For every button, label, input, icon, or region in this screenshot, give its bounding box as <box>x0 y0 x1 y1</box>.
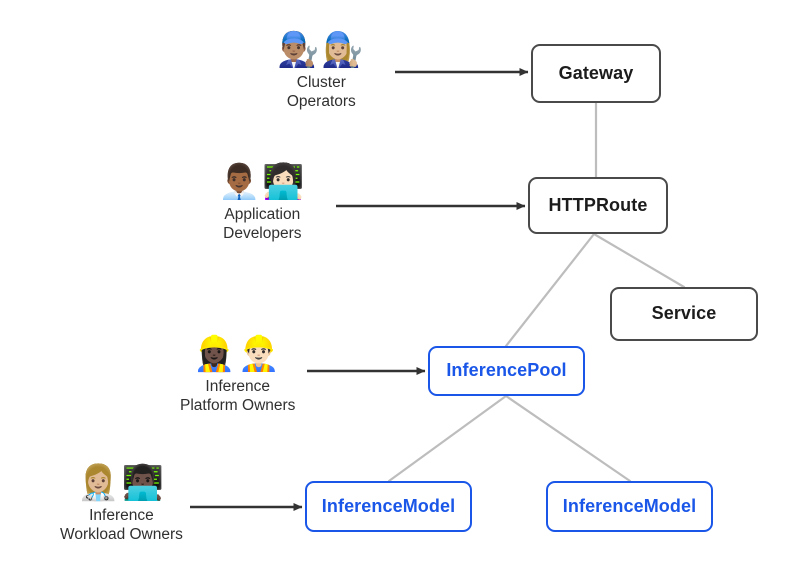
node-service[interactable]: Service <box>610 287 758 341</box>
persona-label-inference-platform-owners: Inference Platform Owners <box>180 378 296 415</box>
persona-cluster-operators: 👨🏽‍🔧👩🏼‍🔧 Cluster Operators <box>277 33 366 112</box>
man-mechanic-icon woman-mechanic-icon: 👨🏽‍🔧👩🏼‍🔧 <box>277 30 366 70</box>
persona-label-cluster-operators: Cluster Operators <box>286 74 356 111</box>
man-office-worker-icon woman-technologist-icon: 👨🏾‍💼👩🏻‍💻 <box>218 162 307 202</box>
edge-pool-inferencemodel1 <box>387 394 508 483</box>
node-inferencemodel1[interactable]: InferenceModel <box>305 481 472 532</box>
edge-pool-inferencemodel2 <box>504 394 632 483</box>
persona-application-developers: 👨🏾‍💼👩🏻‍💻 Application Developers <box>218 165 307 244</box>
woman-construction-worker-icon man-construction-worker-icon: 👷🏿‍♀️👷🏻‍♂️ <box>193 334 283 374</box>
persona-inference-platform-owners: 👷🏿‍♀️👷🏻‍♂️ Inference Platform Owners <box>180 337 295 416</box>
edge-httproute-service <box>592 232 686 289</box>
persona-label-inference-workload-owners: Inference Workload Owners <box>60 507 183 544</box>
node-label-httproute: HTTPRoute <box>548 194 648 215</box>
persona-label-application-developers: Application Developers <box>223 206 302 243</box>
node-label-service: Service <box>651 303 717 324</box>
node-label-inferencemodel1: InferenceModel <box>321 495 456 516</box>
node-label-inferencepool: InferencePool <box>446 360 567 381</box>
persona-arrow-layer <box>190 68 529 511</box>
persona-inference-workload-owners: 👩🏼‍⚕️👨🏿‍💻 Inference Workload Owners <box>60 466 183 545</box>
node-label-inferencemodel2: InferenceModel <box>562 495 697 516</box>
node-label-gateway: Gateway <box>558 62 634 83</box>
node-inferencemodel2[interactable]: InferenceModel <box>546 481 713 532</box>
edge-httproute-inferencepool <box>504 232 596 348</box>
node-httproute[interactable]: HTTPRoute <box>528 177 668 234</box>
woman-health-worker-icon man-technologist-icon: 👩🏼‍⚕️👨🏿‍💻 <box>77 463 166 503</box>
hierarchy-edge-layer <box>387 101 686 483</box>
node-inferencepool[interactable]: InferencePool <box>428 346 585 396</box>
node-gateway[interactable]: Gateway <box>531 44 661 103</box>
